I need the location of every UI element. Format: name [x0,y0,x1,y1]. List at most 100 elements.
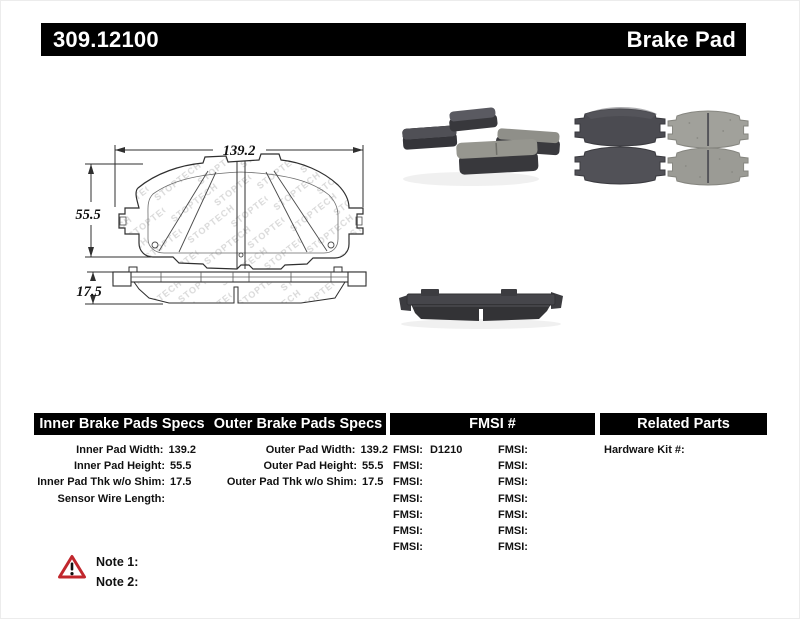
fmsi-label: FMSI: [393,460,423,473]
spec-label: Outer Pad Height: [263,460,357,473]
spec-label: Sensor Wire Length: [57,492,165,505]
fmsi-label: FMSI: [393,476,423,489]
related-parts-header-bar: Related Parts [600,413,767,435]
fmsi-row: FMSI: [498,491,598,507]
fmsi-row: FMSI: [393,474,493,490]
spec-label: Inner Pad Width: [76,444,164,457]
product-photos [399,107,749,329]
related-row: Hardware Kit #: [604,442,769,458]
pad-highlight [585,107,657,119]
left-end-clip [112,271,132,287]
fmsi-label: FMSI: [393,508,423,521]
note-label: Note 2: [96,575,139,589]
spec-label: Inner Pad Thk w/o Shim: [37,476,165,489]
pad-photo-2 [449,107,498,132]
photo-pad-set-angle [402,107,560,186]
fmsi-header: FMSI # [469,416,516,432]
fmsi-column-2: FMSI: FMSI: FMSI: FMSI: FMSI: FMSI: FMSI… [498,442,598,555]
fmsi-row: FMSI: [498,442,598,458]
fmsi-row: FMSI: [393,507,493,523]
fmsi-label: FMSI: [498,508,528,521]
rivet-marks [151,241,335,258]
fmsi-row: FMSI: [498,458,598,474]
fmsi-row: FMSI: [498,474,598,490]
pad-front-view [118,153,364,270]
technical-drawing: STOPTECH STOPTECH 139.2 55.5 [75,143,367,305]
width-dimension [114,145,364,207]
pad-side-view [112,266,367,304]
spec-label: Outer Pad Thk w/o Shim: [226,476,357,489]
outer-specs-header: Outer Brake Pads Specs [213,416,383,432]
width-dim-label: 139.2 [223,143,256,159]
fmsi-row: FMSI: [498,539,598,555]
photo-pad-set-flat [574,107,749,186]
pad-photo-4 [456,139,539,175]
fmsi-row: FMSI: [393,523,493,539]
fmsi-row: FMSI: [498,523,598,539]
title-bar: 309.12100 Brake Pad [41,23,746,56]
note-label: Note 1: [96,555,139,569]
fmsi-value: D1210 [429,444,463,457]
spec-row: Inner Pad Height: 55.5 [34,458,196,474]
height-dim-label: 55.5 [75,207,100,223]
ear-details [119,216,363,226]
pads-specs-header-bar: Inner Brake Pads Specs Outer Brake Pads … [34,413,386,435]
spec-row: Outer Pad Width: 139.2 [206,442,388,458]
fmsi-row: FMSI: [393,539,493,555]
fmsi-column-1: FMSI: D1210 FMSI: FMSI: FMSI: FMSI: FMSI… [393,442,493,555]
center-slot [236,161,246,269]
product-name: Brake Pad [626,26,736,52]
spec-row: Outer Pad Height: 55.5 [206,458,388,474]
spec-value: 139.2 [168,444,196,457]
fmsi-label: FMSI: [498,444,528,457]
photo-pad-profile [399,289,563,329]
friction-side-profile [133,281,346,304]
pad-friction-face-2 [667,147,749,186]
outer-specs-column: Outer Pad Width: 139.2 Outer Pad Height:… [206,442,388,491]
fmsi-row: FMSI: [393,491,493,507]
related-label: Hardware Kit #: [604,444,685,457]
fmsi-label: FMSI: [393,541,423,554]
spec-value: 55.5 [170,460,192,473]
fmsi-label: FMSI: [498,460,528,473]
spec-value: 17.5 [170,476,192,489]
left-rivet [128,266,138,273]
spec-row: Outer Pad Thk w/o Shim: 17.5 [206,474,388,490]
fmsi-label: FMSI: [393,444,423,457]
height-dimension [85,163,151,258]
fmsi-label: FMSI: [393,492,423,505]
spec-row: Inner Pad Thk w/o Shim: 17.5 [34,474,196,490]
inner-specs-column: Inner Pad Width: 139.2 Inner Pad Height:… [34,442,196,507]
fmsi-label: FMSI: [498,476,528,489]
related-parts-column: Hardware Kit #: [604,442,769,458]
spec-label: Outer Pad Width: [265,444,356,457]
spec-value: 139.2 [360,444,388,457]
inner-specs-header: Inner Brake Pads Specs [39,416,205,432]
fmsi-label: FMSI: [498,492,528,505]
pad-photo-1 [402,125,458,150]
note-row: Note 1: [96,552,144,572]
spec-row: Inner Pad Width: 139.2 [34,442,196,458]
fmsi-label: FMSI: [393,525,423,538]
notes-block: Note 1: Note 2: [96,552,144,592]
fmsi-row: FMSI: [393,458,493,474]
chamfer-lines [158,170,328,253]
right-end-clip [347,271,367,287]
thickness-dim-label: 17.5 [76,284,101,300]
pad-outline [118,153,364,270]
related-parts-header: Related Parts [637,416,730,432]
spec-row: Sensor Wire Length: [34,491,196,507]
spec-label: Inner Pad Height: [73,460,165,473]
warning-triangle-icon [58,555,86,579]
thickness-dimension [85,271,163,305]
fmsi-row: FMSI: D1210 [393,442,493,458]
friction-outline [147,171,339,254]
fmsi-label: FMSI: [498,541,528,554]
spec-value: 55.5 [362,460,384,473]
right-rivet [333,266,343,273]
spec-value: 17.5 [362,476,384,489]
note-row: Note 2: [96,572,144,592]
part-number: 309.12100 [53,26,159,52]
pad-friction-face-1 [667,110,749,149]
